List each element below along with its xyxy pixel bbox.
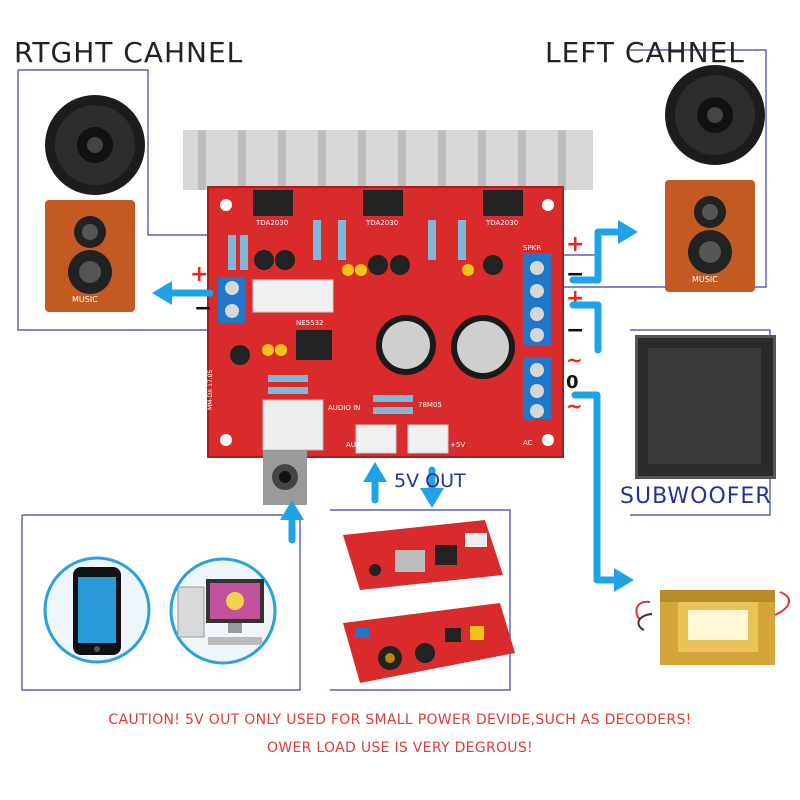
audio-in-label: AUDIO IN [328, 404, 360, 412]
right-minus-mark-2: − [566, 318, 585, 343]
caution-line-2: OWER LOAD USE IS VERY DEGROUS! [267, 740, 533, 756]
chip-left-label: TDA2030 [255, 219, 288, 227]
transformer-icon [635, 590, 790, 665]
amplifier-board: TDA2030 TDA2030 TDA2030 NE5532 78M05 AUD… [183, 130, 593, 458]
regulator-label: 78M05 [418, 401, 442, 409]
subwoofer-box [635, 335, 776, 479]
subwoofer-label: SUBWOOFER [620, 484, 772, 509]
desktop-computer-icon [169, 557, 277, 665]
model-label: MM-DX 17.05 [207, 369, 214, 410]
ac-zero-mark: 0 [566, 372, 579, 393]
right-channel-label: RTGHT CAHNEL [14, 36, 244, 69]
chip-right-label: TDA2030 [485, 219, 518, 227]
aux-label: AUX [346, 441, 361, 449]
caution-line-1: CAUTION! 5V OUT ONLY USED FOR SMALL POWE… [108, 712, 692, 728]
five-v-out-label: 5V OUT [394, 470, 466, 492]
speaker-driver-left [45, 95, 145, 195]
chip-mid-label: TDA2030 [365, 219, 398, 227]
speaker-driver-right [665, 65, 765, 165]
left-channel-label: LEFT CAHNEL [545, 36, 745, 69]
opamp-label: NE5532 [296, 319, 323, 327]
audio-jack [263, 450, 307, 505]
power-label: AC [523, 439, 533, 447]
ac-top-mark: ~ [566, 348, 583, 372]
smartphone-icon [43, 556, 151, 664]
preamp-board [343, 603, 515, 683]
decoder-board [343, 520, 503, 590]
spkr-label: SPKR [523, 244, 541, 252]
left-plus-mark: + [190, 262, 209, 287]
speaker-cabinet-right: MUSIC [665, 180, 755, 292]
plus5v-label: +5V [450, 441, 465, 449]
speaker-badge-left: MUSIC [72, 295, 98, 304]
speaker-cabinet-left: MUSIC [45, 200, 135, 312]
right-plus-mark-1: + [566, 232, 585, 257]
speaker-badge-right: MUSIC [692, 275, 718, 284]
left-minus-mark: − [194, 296, 213, 321]
ac-bottom-mark: ~ [566, 394, 583, 418]
